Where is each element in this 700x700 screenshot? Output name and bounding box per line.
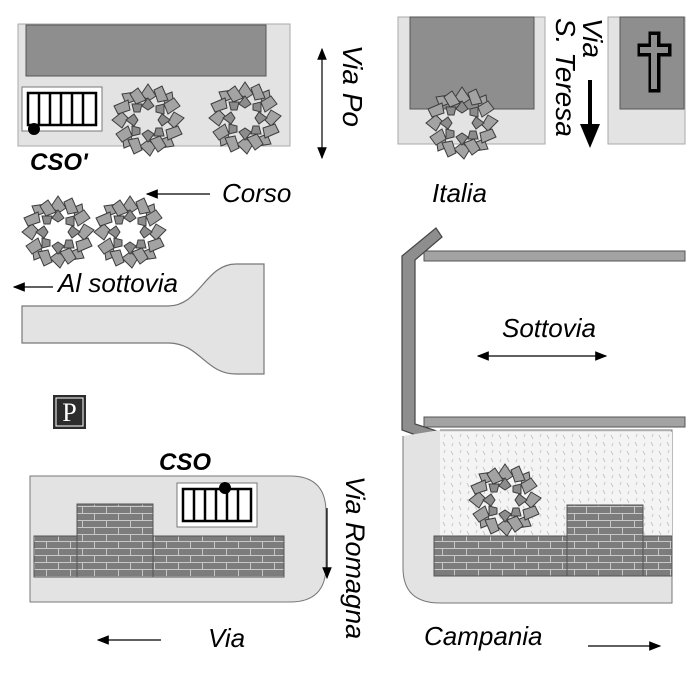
parking-letter: P <box>62 398 76 427</box>
bus-stop-marker-icon[interactable] <box>219 482 231 494</box>
direction-label-to-underpass: Al sottovia <box>56 268 178 298</box>
tree-icon <box>21 195 95 269</box>
street-label-campania: Campania <box>424 621 543 651</box>
bus-stop-label-cso-prime: CSO' <box>30 149 89 176</box>
bus-stop-label-cso: CSO <box>159 449 211 476</box>
cross-icon <box>637 31 672 93</box>
street-label-italia: Italia <box>432 178 487 208</box>
street-label-via-s-teresa-line1: Via <box>577 18 608 58</box>
street-label-via-romagna: Via Romagna <box>340 476 370 639</box>
street-label-corso: Corso <box>222 178 291 208</box>
parking-icon[interactable]: P <box>53 395 86 429</box>
block-bottom-right <box>402 429 673 604</box>
street-label-via: Via <box>208 623 245 653</box>
street-label-via-po: Via Po <box>337 45 368 127</box>
street-label-via-s-teresa-line2: S. Teresa <box>550 18 581 137</box>
bus-stop-marker-icon[interactable] <box>28 123 40 135</box>
block-top-left <box>17 23 291 157</box>
block-top-middle <box>397 16 546 160</box>
bus-stop-sign <box>175 481 259 529</box>
block-bottom-left <box>29 475 327 603</box>
block-church <box>607 16 686 145</box>
via-s-teresa-arrowhead <box>580 124 600 148</box>
label-underpass: Sottovia <box>502 313 596 343</box>
underpass-structure <box>401 227 686 445</box>
underpass-ramp <box>21 263 265 375</box>
tree-icon <box>93 195 167 269</box>
